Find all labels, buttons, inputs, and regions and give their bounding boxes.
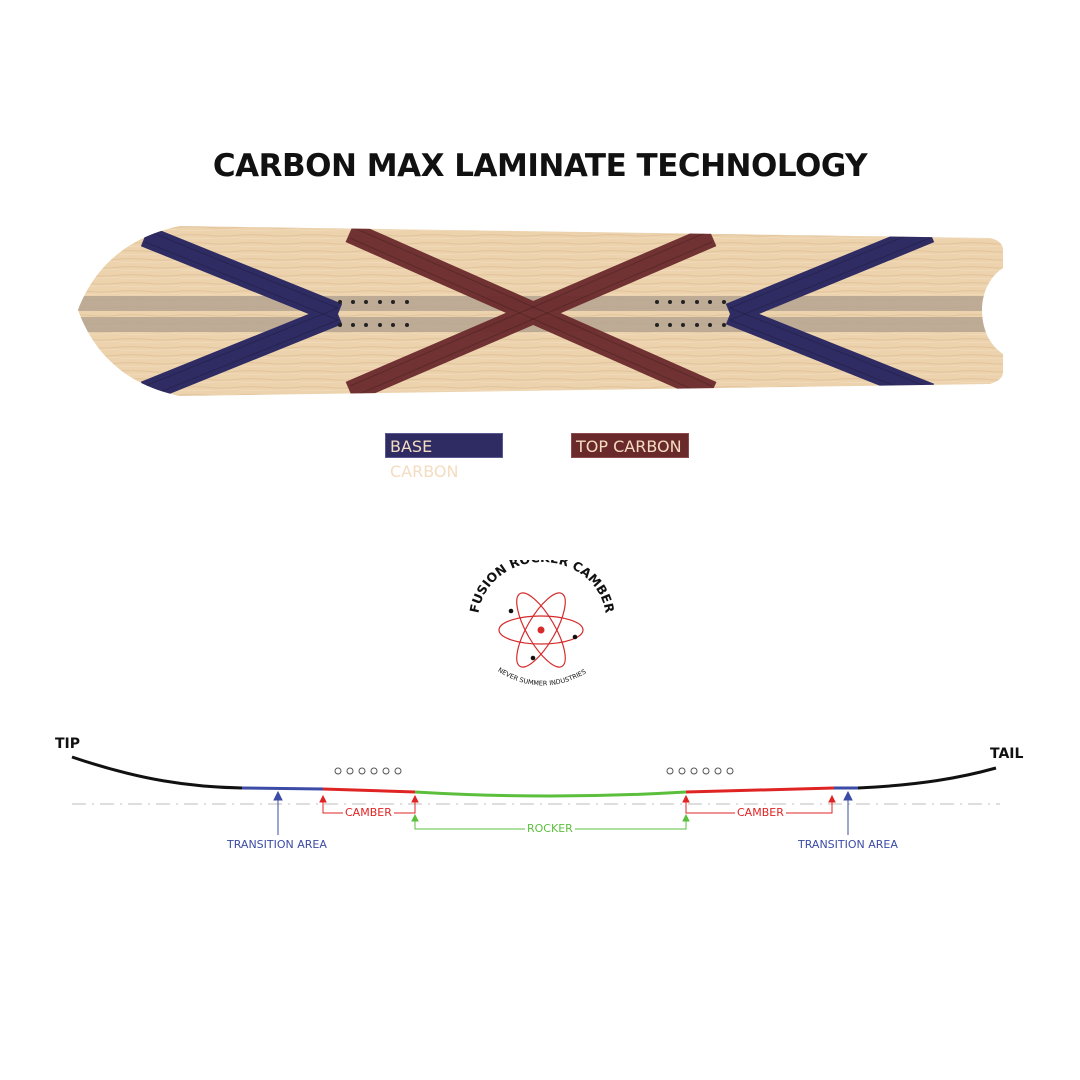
top-carbon [345,226,717,396]
legend-base-carbon: BASE CARBON [385,433,503,481]
rocker-label: ROCKER [525,822,575,835]
transition-label-right: TRANSITION AREA [798,838,898,851]
board-profile-diagram [71,755,1000,835]
transition-label-left: TRANSITION AREA [227,838,327,851]
tip-label: TIP [55,736,81,752]
tail-segment [857,766,997,790]
camber-label-right: CAMBER [735,806,786,819]
transition-left [241,786,324,791]
transition-left-indicator [273,790,283,835]
atom-icon [498,592,584,668]
camber-right [685,786,835,794]
base-carbon-nose [140,226,343,396]
insert-circles-front [334,767,402,775]
snowboard-illustration [78,226,1003,396]
transition-right-indicator [843,790,853,835]
page-title: CARBON MAX LAMINATE TECHNOLOGY [212,148,868,184]
camber-left [322,787,416,794]
insert-holes-rear [655,300,726,327]
rocker-segment [414,790,687,798]
tip-segment [71,755,243,790]
insert-circles-rear [666,767,734,775]
base-carbon-tail [725,226,935,396]
logo-sub-text: NEVER SUMMER INDUSTRIES [496,666,587,688]
insert-holes-front [338,300,409,327]
legend-top-carbon: TOP CARBON [571,433,689,458]
fusion-rocker-camber-logo: FUSION ROCKER CAMBER NEVER SUMMER INDUST… [466,560,617,688]
tail-label: TAIL [990,746,1024,762]
camber-label-left: CAMBER [343,806,394,819]
